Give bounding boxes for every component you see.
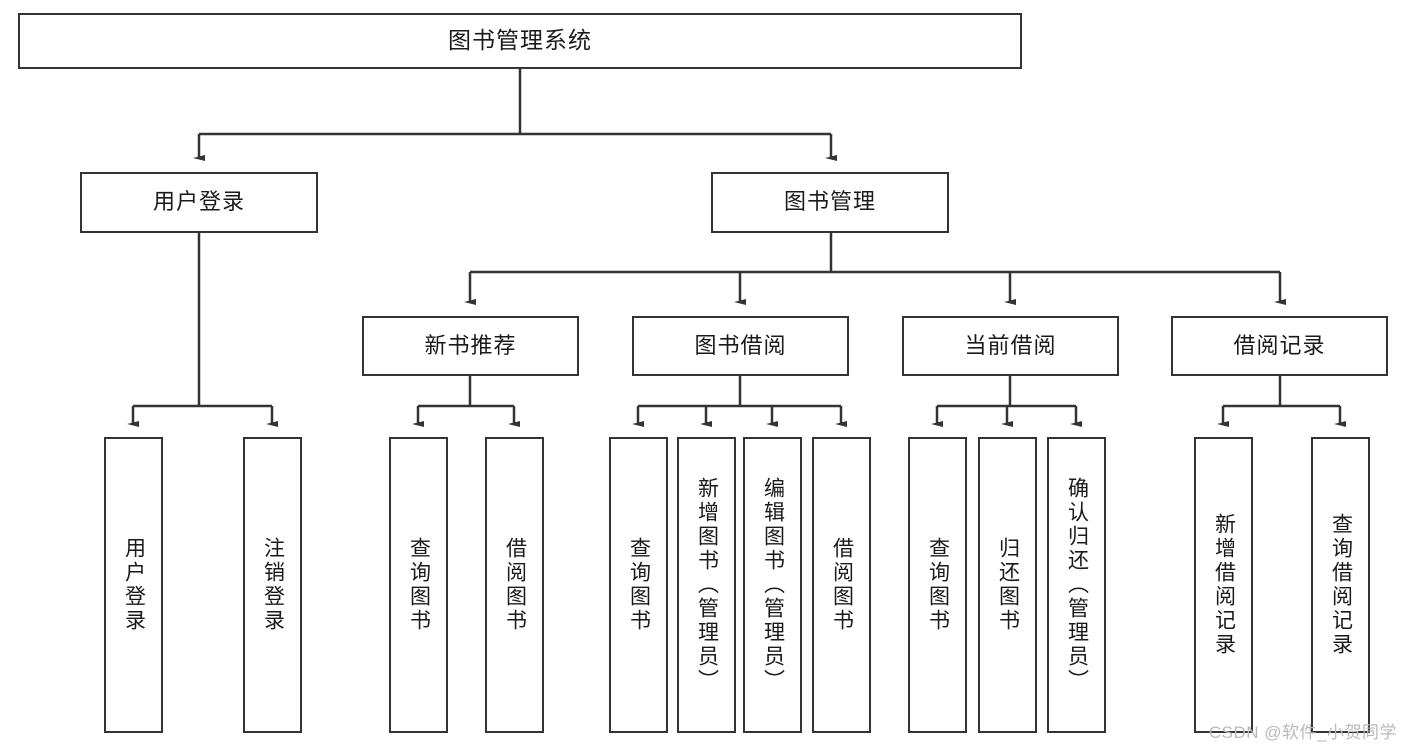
node-leaf-return-book-label: 归还图书 xyxy=(996,537,1020,633)
watermark-text: CSDN @软件_小贺同学 xyxy=(1208,723,1397,742)
node-leaf-query-borrow-record[interactable]: 查询借阅记录 xyxy=(1311,437,1370,733)
node-leaf-user-login[interactable]: 用户登录 xyxy=(104,437,163,733)
node-leaf-borrow-book-1[interactable]: 借阅图书 xyxy=(485,437,544,733)
node-user-login-label: 用户登录 xyxy=(152,189,245,215)
node-leaf-add-book-label: 新增图书（管理员） xyxy=(695,477,719,693)
node-leaf-logout-login[interactable]: 注销登录 xyxy=(243,437,302,733)
node-leaf-edit-book-label: 编辑图书（管理员） xyxy=(761,477,785,693)
node-leaf-borrow-book-2-label: 借阅图书 xyxy=(830,537,854,633)
node-user-login[interactable]: 用户登录 xyxy=(80,172,318,233)
node-leaf-user-login-label: 用户登录 xyxy=(122,537,146,633)
node-leaf-edit-book[interactable]: 编辑图书（管理员） xyxy=(743,437,802,733)
node-leaf-query-book-1[interactable]: 查询图书 xyxy=(389,437,448,733)
node-book-borrow[interactable]: 图书借阅 xyxy=(632,316,849,376)
node-leaf-query-book-3-label: 查询图书 xyxy=(926,537,950,633)
node-root[interactable]: 图书管理系统 xyxy=(18,13,1022,69)
node-book-borrow-label: 图书借阅 xyxy=(694,332,787,358)
node-current-borrow-label: 当前借阅 xyxy=(964,332,1057,358)
node-leaf-query-borrow-record-label: 查询借阅记录 xyxy=(1329,513,1353,657)
node-borrow-record-label: 借阅记录 xyxy=(1233,332,1326,358)
node-leaf-query-book-1-label: 查询图书 xyxy=(407,537,431,633)
node-leaf-query-book-3[interactable]: 查询图书 xyxy=(908,437,967,733)
node-leaf-add-book[interactable]: 新增图书（管理员） xyxy=(677,437,736,733)
node-book-management-label: 图书管理 xyxy=(783,189,876,215)
node-new-book-recommend-label: 新书推荐 xyxy=(424,332,517,358)
node-root-label: 图书管理系统 xyxy=(448,27,592,54)
node-current-borrow[interactable]: 当前借阅 xyxy=(902,316,1119,376)
node-leaf-return-book[interactable]: 归还图书 xyxy=(978,437,1037,733)
node-leaf-query-book-2[interactable]: 查询图书 xyxy=(609,437,668,733)
node-leaf-confirm-return-label: 确认归还（管理员） xyxy=(1065,477,1089,693)
node-leaf-logout-login-label: 注销登录 xyxy=(261,537,285,633)
node-leaf-borrow-book-2[interactable]: 借阅图书 xyxy=(812,437,871,733)
node-leaf-confirm-return[interactable]: 确认归还（管理员） xyxy=(1047,437,1106,733)
node-leaf-borrow-book-1-label: 借阅图书 xyxy=(503,537,527,633)
node-new-book-recommend[interactable]: 新书推荐 xyxy=(362,316,579,376)
node-leaf-add-borrow-record[interactable]: 新增借阅记录 xyxy=(1194,437,1253,733)
node-borrow-record[interactable]: 借阅记录 xyxy=(1171,316,1388,376)
node-leaf-query-book-2-label: 查询图书 xyxy=(627,537,651,633)
node-book-management[interactable]: 图书管理 xyxy=(711,172,949,233)
node-leaf-add-borrow-record-label: 新增借阅记录 xyxy=(1212,513,1236,657)
